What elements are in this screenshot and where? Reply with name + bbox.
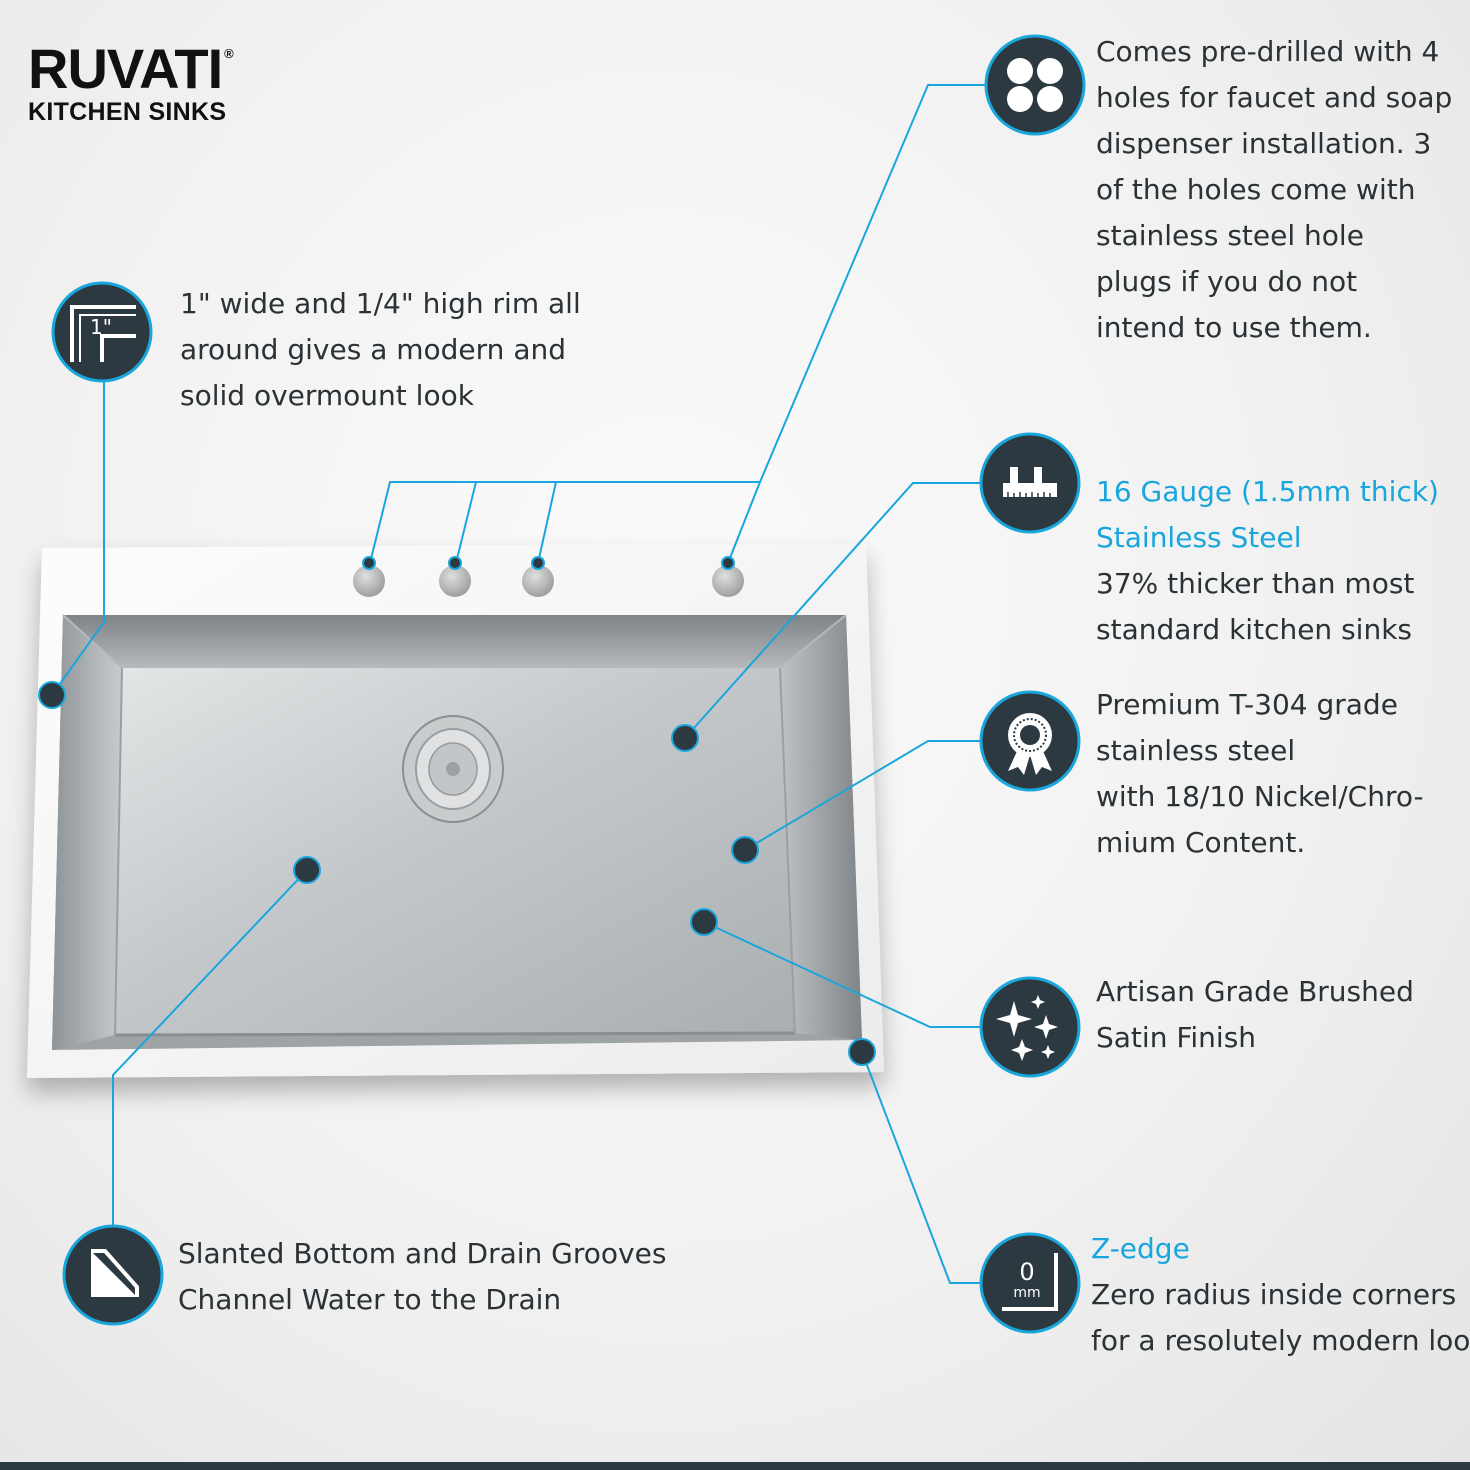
brand-name: RUVATI® xyxy=(28,26,234,100)
feature-slant-text: Slanted Bottom and Drain Grooves Channel… xyxy=(178,1237,667,1316)
leader-lines xyxy=(51,84,988,1284)
brand-logo: RUVATI® KITCHEN SINKS xyxy=(28,26,234,126)
feature-zedge-text: Zero radius inside corners for a resolut… xyxy=(1091,1278,1470,1357)
basin-floor xyxy=(115,668,795,1035)
rim-icon-label: 1" xyxy=(90,315,112,339)
rim-profile-icon: 1" xyxy=(51,281,153,383)
feature-rim-text: 1" wide and 1/4" high rim all around giv… xyxy=(180,287,581,412)
feature-zedge-heading: Z-edge xyxy=(1091,1232,1190,1265)
zero-radius-corner-icon: 0 mm xyxy=(979,1232,1081,1334)
zero-radius-value: 0 xyxy=(1019,1258,1034,1286)
caliper-icon xyxy=(979,432,1081,534)
basin-wall-right xyxy=(780,615,862,1040)
feature-grade-text: Premium T-304 grade stainless steel with… xyxy=(1096,688,1424,859)
slanted-bottom-icon xyxy=(62,1224,164,1326)
registered-mark: ® xyxy=(224,46,234,61)
award-ribbon-icon xyxy=(979,690,1081,792)
feature-gauge: 16 Gauge (1.5mm thick) Stainless Steel 37… xyxy=(1096,423,1466,653)
basin-wall-left xyxy=(52,615,122,1050)
basin-wall-top xyxy=(63,615,846,668)
anchor-dots xyxy=(38,556,876,1066)
zero-radius-unit: mm xyxy=(1013,1285,1040,1301)
brand-name-text: RUVATI xyxy=(28,37,223,100)
faucet-hole-plugs xyxy=(353,565,744,597)
brand-subtitle: KITCHEN SINKS xyxy=(28,98,227,126)
feature-gauge-text: 37% thicker than most standard kitchen s… xyxy=(1096,567,1415,646)
feature-holes-text: Comes pre-drilled with 4 holes for fauce… xyxy=(1096,35,1453,344)
feature-finish-text: Artisan Grade Brushed Satin Finish xyxy=(1096,975,1414,1054)
sink-basin xyxy=(52,614,862,1050)
bottom-bar xyxy=(0,1462,1470,1470)
four-holes-icon xyxy=(984,34,1086,136)
feature-gauge-heading: 16 Gauge (1.5mm thick) Stainless Steel xyxy=(1096,475,1439,554)
sparkle-icon xyxy=(979,976,1081,1078)
drain xyxy=(402,715,504,823)
